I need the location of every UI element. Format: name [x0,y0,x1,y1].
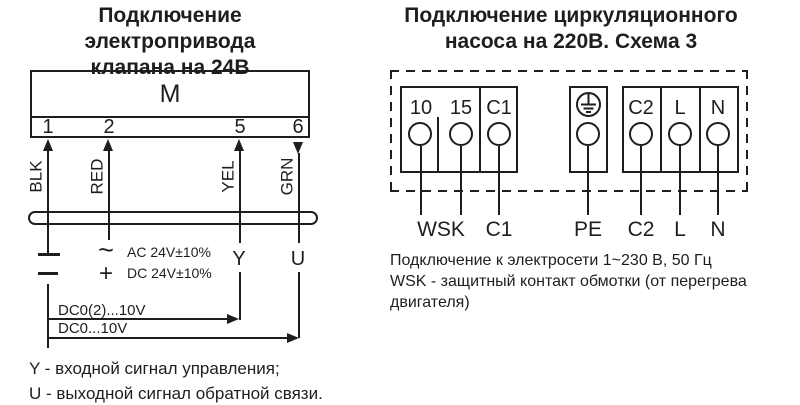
terminal-block-wsk [400,86,518,173]
terminal-circle-c1 [487,122,511,146]
terminal-number-6: 6 [292,116,304,138]
wire-label-c2: C2 [627,218,655,241]
wire-label-blk: BLK [26,160,46,193]
block3-divider-1 [660,88,662,171]
wire-n [717,146,719,215]
dashed-enclosure-bottom [390,190,748,192]
terminal-circle-10 [408,122,432,146]
left-title-line1: Подключение электропривода [84,4,256,53]
branch-u-label: DC0...10V [58,320,128,337]
wire-label-grn: GRN [277,157,297,196]
block3-divider-2 [699,88,701,171]
wire-wsk-10 [420,146,422,215]
y-signal-label: Y [232,248,246,270]
wire-l [679,146,681,215]
wire-red [108,150,110,240]
wire-yel [239,150,241,243]
cell-label-10: 10 [409,97,433,119]
arrow-right-icon [227,314,239,324]
wire-c1 [498,146,500,215]
ac-voltage-label: AC 24V±10% [127,244,211,260]
u-signal-label: U [290,248,306,270]
branch-y-label: DC0(2)...10V [58,302,146,319]
branch-y-line [47,318,227,320]
terminal-number-5: 5 [234,116,246,138]
wire-label-red: RED [87,158,107,195]
wire-wsk-15 [460,146,462,215]
wire-u-lower [298,272,300,338]
terminal-circle-pe [576,122,600,146]
wire-label-n: N [710,218,726,241]
motor-label: M [159,80,181,108]
dc-voltage-label: DC 24V±10% [127,265,212,281]
dashed-enclosure-top [390,70,748,72]
wire-y-lower [239,272,241,320]
wire-label-pe: PE [573,218,602,241]
terminal-circle-l [668,122,692,146]
block1-divider-partial [437,117,439,171]
right-note-wsk-1: WSK - защитный контакт обмотки (от перег… [390,273,747,290]
cable-sheath [28,211,318,225]
wire-blk [47,150,49,253]
arrow-up-icon [43,139,53,151]
wire-blk-lower [47,284,49,348]
wire-pe [587,146,589,215]
right-title-line2: насоса на 220В. Схема 3 [444,30,698,53]
right-note-wsk-2: двигателя) [390,294,470,311]
wire-label-l: L [674,218,686,241]
left-title-line2: клапана на 24В [90,56,250,79]
wire-label-yel: YEL [218,160,238,193]
terminal-circle-15 [449,122,473,146]
cell-label-15: 15 [449,97,473,119]
terminal-number-2: 2 [103,116,115,138]
wire-c2 [640,146,642,215]
right-diagram-title: Подключение циркуляционного насоса на 22… [391,3,751,55]
cell-label-l: L [674,97,686,119]
dc-plus-symbol: + [98,260,113,287]
right-note-mains: Подключение к электросети 1~230 В, 50 Гц [390,252,712,269]
dashed-enclosure-left [390,70,392,192]
terminal-circle-n [706,122,730,146]
ac-wave-symbol: ~ [98,235,114,265]
left-diagram-title: Подключение электропривода клапана на 24… [10,3,330,81]
cell-label-c1: C1 [486,97,512,119]
motor-box [30,70,310,138]
arrow-down-icon [293,142,303,154]
wire-label-c1: C1 [485,218,513,241]
ac-common-symbol [38,253,60,256]
wire-label-wsk: WSK [417,218,465,241]
left-note-u: U - выходной сигнал обратной связи. [29,384,323,403]
right-title-line1: Подключение циркуляционного [404,4,738,27]
arrow-up-icon [234,139,244,151]
motor-terminal-strip-divider [32,116,308,118]
wire-grn [298,153,300,243]
dc-minus-symbol [38,272,58,275]
block1-divider-full [479,88,481,171]
arrow-up-icon [103,139,113,151]
arrow-right-icon [287,333,299,343]
left-note-y: Y - входной сигнал управления; [29,359,280,378]
terminal-number-1: 1 [42,116,54,138]
dashed-enclosure-right [746,70,748,192]
branch-u-line [47,337,287,339]
cell-label-c2: C2 [628,97,654,119]
protective-earth-icon [576,92,601,117]
cell-label-n: N [710,97,726,119]
terminal-circle-c2 [629,122,653,146]
